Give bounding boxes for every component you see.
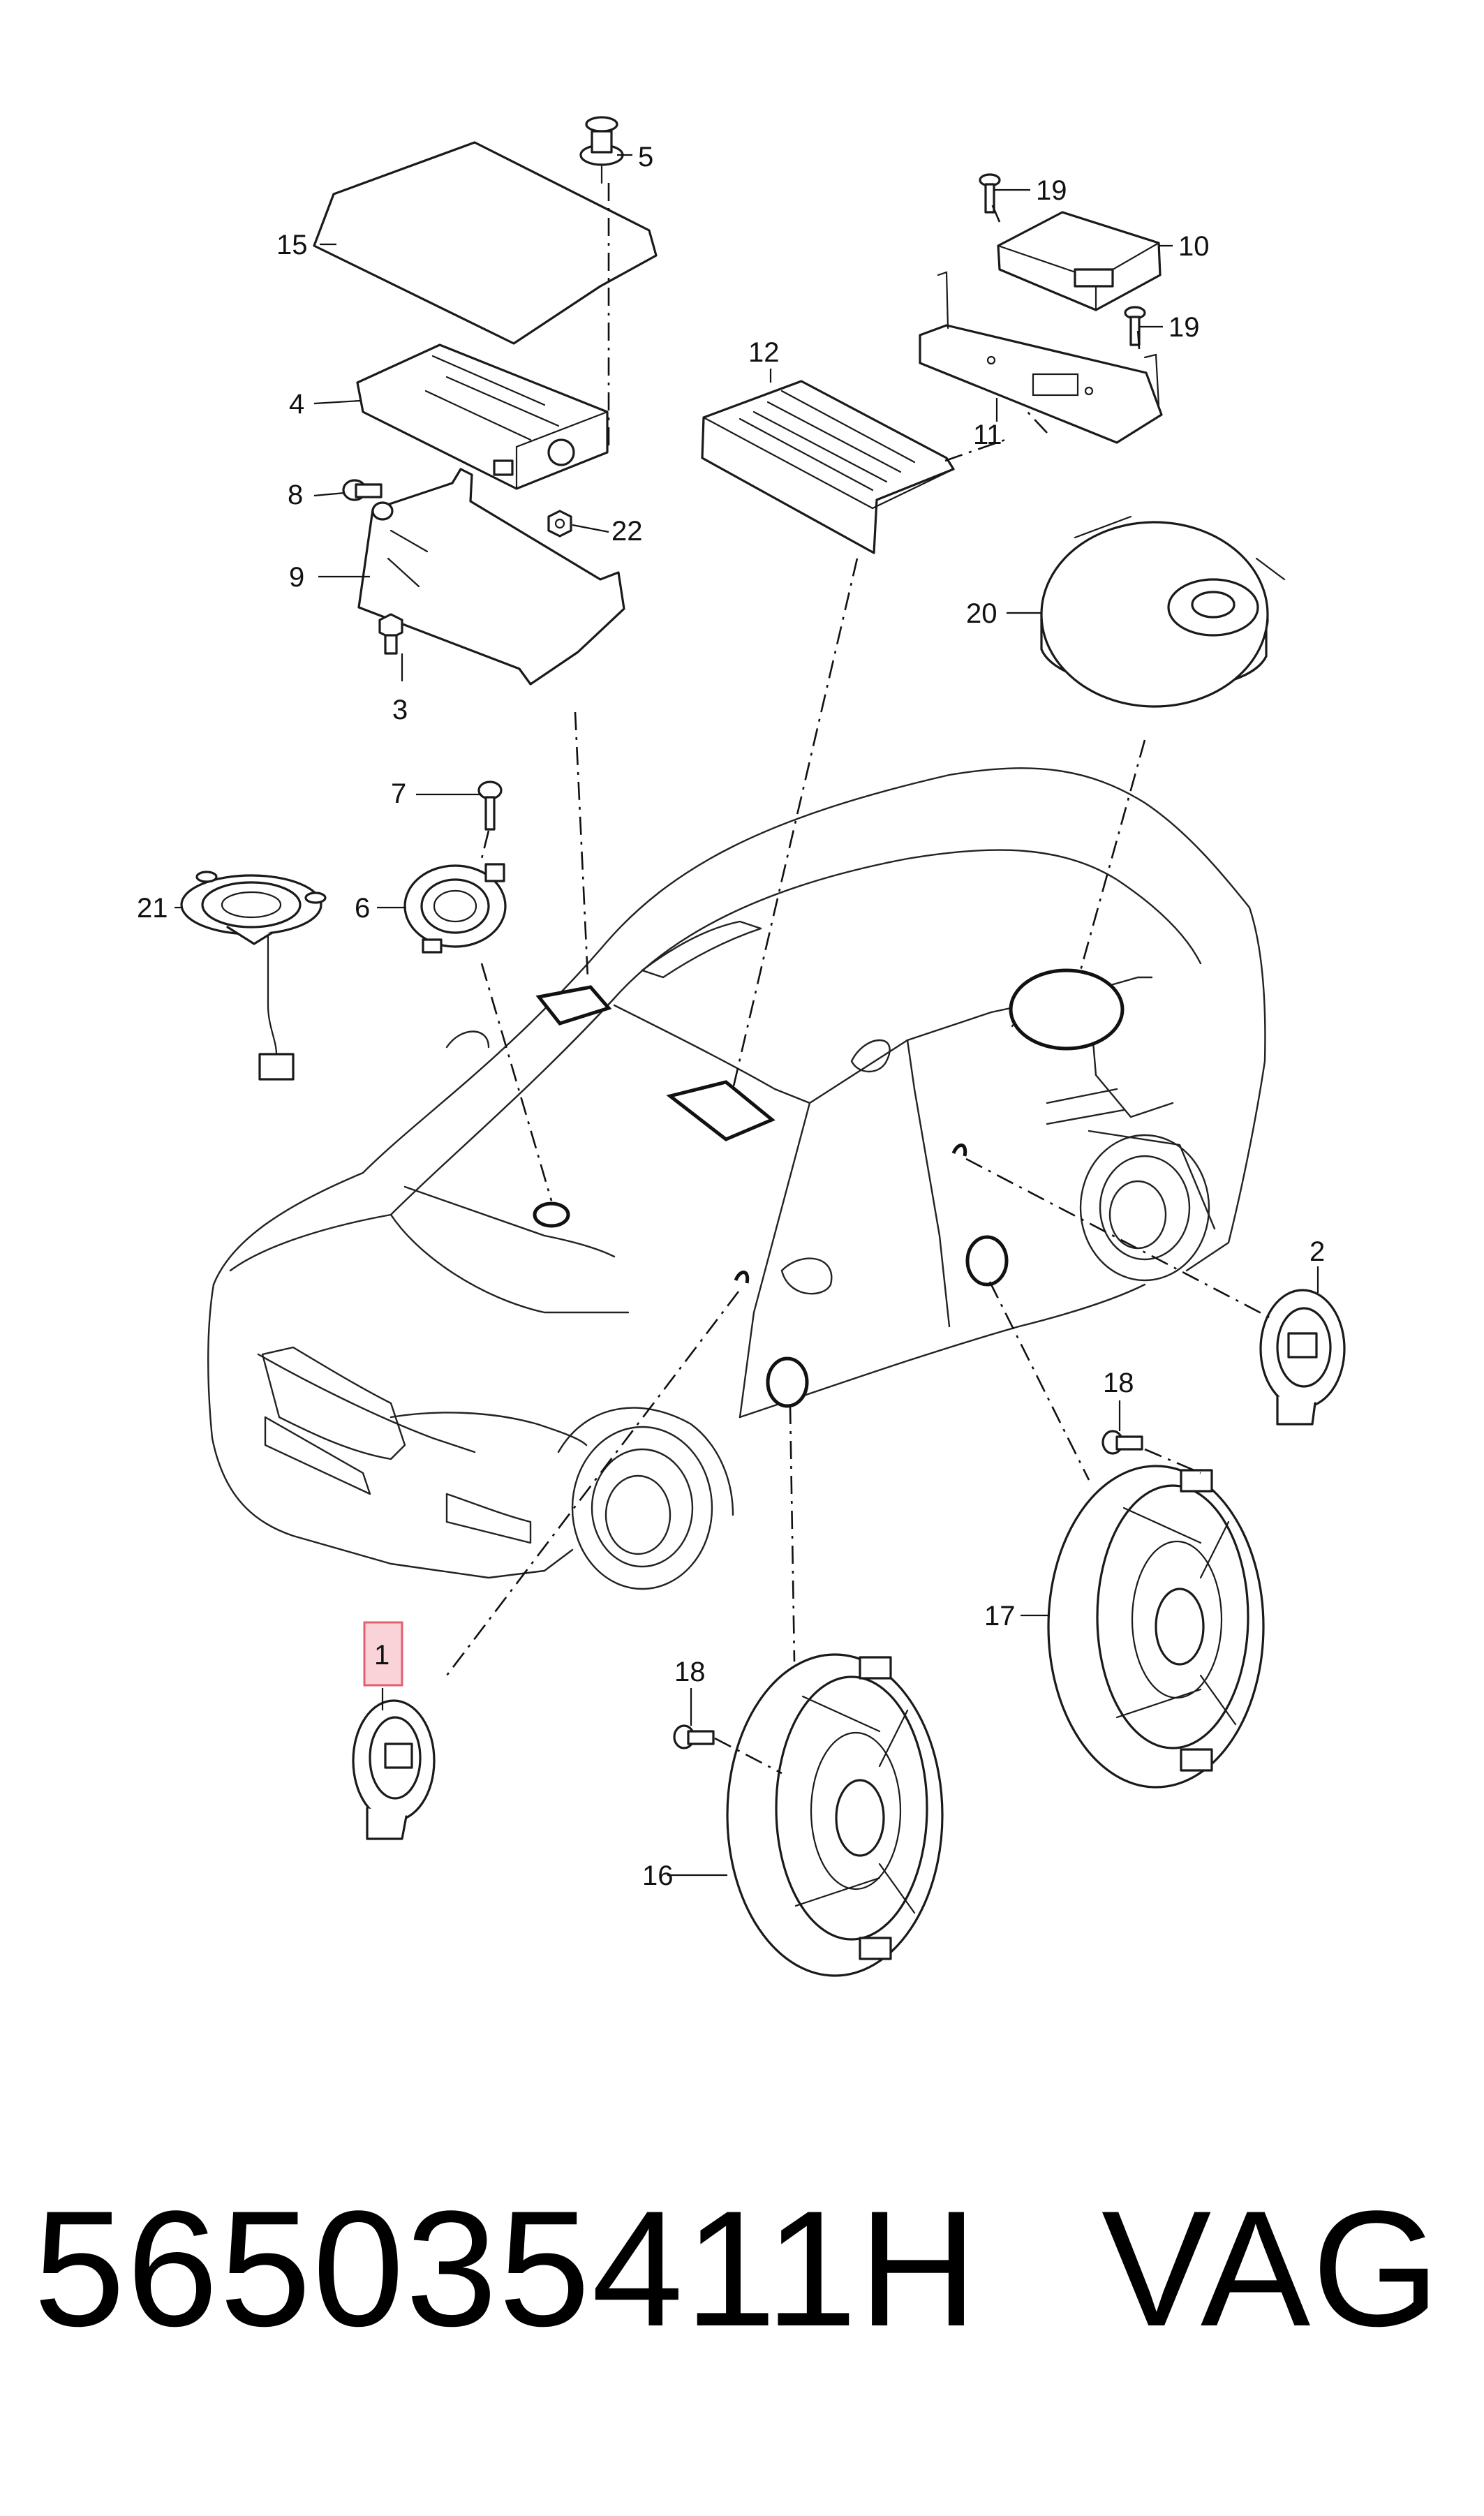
part-10-control-unit <box>997 211 1162 311</box>
callout-19-top: 19 <box>1036 175 1067 206</box>
part-number: 565035411H <box>34 2177 979 2361</box>
callout-15: 15 <box>276 230 308 260</box>
callout-18-left: 18 <box>674 1657 706 1687</box>
callout-22: 22 <box>611 516 643 547</box>
callout-16: 16 <box>642 1860 674 1891</box>
callout-19-right: 19 <box>1168 312 1200 343</box>
callout-12: 12 <box>748 337 780 368</box>
callout-21: 21 <box>137 893 168 924</box>
part-1-speaker <box>352 1699 436 1840</box>
part-19-screw-right <box>1124 306 1146 346</box>
callout-labels: 1 2 3 4 5 6 7 8 9 10 11 12 15 16 17 18 1… <box>137 142 1325 1891</box>
brand-name: VAG <box>1101 2177 1441 2361</box>
callout-10: 10 <box>1178 231 1210 262</box>
part-6-speaker <box>403 863 507 954</box>
callout-8: 8 <box>288 480 303 510</box>
part-4-amplifier <box>356 343 609 490</box>
part-18-screw-left <box>673 1724 715 1749</box>
part-11-plate <box>919 271 1163 444</box>
callout-18-right: 18 <box>1103 1368 1134 1398</box>
part-3-bolt <box>378 613 403 655</box>
callout-5: 5 <box>638 142 653 172</box>
callout-20: 20 <box>966 598 997 629</box>
part-16-woofer <box>726 1653 944 1977</box>
footer: 565035411H VAG <box>0 2164 1484 2374</box>
callout-4: 4 <box>289 389 304 420</box>
assembly-lines <box>445 183 1274 1775</box>
callout-6: 6 <box>355 893 370 924</box>
callout-9: 9 <box>289 562 304 593</box>
callout-11: 11 <box>973 420 1002 450</box>
part-5-clip <box>579 116 624 184</box>
part-8-bolt <box>342 479 394 521</box>
part-2-speaker <box>1259 1289 1346 1426</box>
callout-7: 7 <box>391 778 406 809</box>
callout-3: 3 <box>392 695 408 725</box>
part-21-speaker <box>180 871 327 1081</box>
part-9-bracket <box>357 468 625 686</box>
callout-leaders <box>175 154 1319 1877</box>
part-12-module <box>701 380 955 554</box>
part-17-woofer <box>1047 1465 1265 1789</box>
callout-2: 2 <box>1309 1236 1325 1267</box>
part-15-cover <box>313 141 658 345</box>
part-22-nut <box>547 510 572 538</box>
callout-17: 17 <box>984 1601 1016 1631</box>
part-7-screw <box>477 780 503 831</box>
part-20-subwoofer <box>1040 515 1286 708</box>
part-19-screw-top <box>979 173 1001 214</box>
vehicle-zones <box>533 968 1125 1408</box>
part-18-screw-right <box>1101 1430 1143 1455</box>
vehicle-outline <box>207 767 1266 1590</box>
highlight-box <box>363 1621 403 1687</box>
callout-1: 1 <box>374 1640 389 1671</box>
